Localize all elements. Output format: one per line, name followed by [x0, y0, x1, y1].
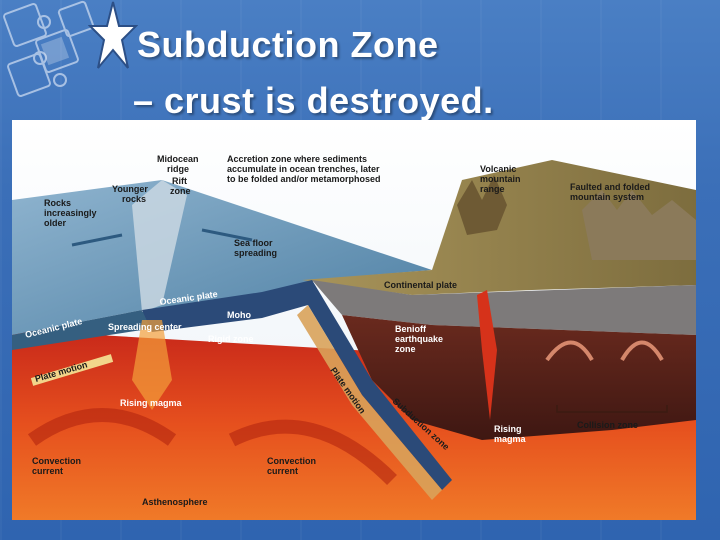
label-convection-right: Convection current	[267, 456, 319, 476]
rising-magma-plume	[477, 290, 497, 420]
label-rising-magma-left: Rising magma	[120, 398, 183, 408]
label-volcanic-range: Volcanic mountain range	[480, 164, 523, 194]
sea-floor-arrow-right	[201, 228, 253, 242]
convection-arrow-right	[228, 419, 397, 485]
continental-crust	[342, 315, 696, 440]
star-icon	[88, 1, 138, 69]
label-asthenosphere: Asthenosphere	[142, 497, 208, 507]
collision-zone-bracket	[556, 405, 668, 413]
label-benioff-zone: Benioff earthquake zone	[395, 324, 446, 354]
label-rising-magma-right: Rising magma	[494, 424, 527, 444]
subduction-diagram: Midocean ridge Rift zone Younger rocks R…	[12, 120, 696, 520]
label-continental-plate: Continental plate	[384, 280, 457, 290]
label-convection-left: Convection current	[32, 456, 84, 476]
slide-title-line-1: Subduction Zone	[137, 24, 439, 65]
label-rift-zone: Rift zone	[170, 176, 191, 196]
plate-motion-arrow-left	[30, 354, 114, 386]
label-younger-rocks: Younger rocks	[112, 184, 150, 204]
label-rigid-zone: Rigid zone	[208, 334, 254, 344]
convection-arrow-small-2	[620, 340, 664, 362]
volcanic-mountains	[457, 175, 507, 235]
label-sea-floor-spreading: Sea floor spreading	[234, 238, 277, 258]
label-moho: Moho	[227, 310, 251, 320]
continental-land	[302, 160, 696, 295]
label-collision-zone: Collision zone	[577, 420, 638, 430]
label-accretion-zone: Accretion zone where sediments accumulat…	[227, 154, 382, 184]
label-midocean-ridge: Midocean ridge	[157, 154, 201, 174]
puzzle-pieces-icon	[3, 0, 95, 97]
label-faulted-system: Faulted and folded mountain system	[570, 182, 653, 202]
convection-arrow-left	[27, 408, 177, 446]
midocean-ridge	[132, 180, 187, 312]
folded-mountains	[582, 190, 696, 260]
convection-arrow-small-1	[545, 340, 594, 362]
label-spreading-center: Spreading center	[108, 322, 182, 332]
slide-title-line-2: – crust is destroyed.	[133, 80, 494, 121]
ocean-surface	[12, 180, 432, 335]
rising-magma-left	[132, 320, 172, 410]
continental-plate	[312, 280, 696, 335]
plate-motion-arrow-slab	[297, 305, 442, 500]
sea-floor-arrow-left	[71, 233, 123, 247]
label-rocks-older: Rocks increasingly older	[44, 198, 99, 228]
